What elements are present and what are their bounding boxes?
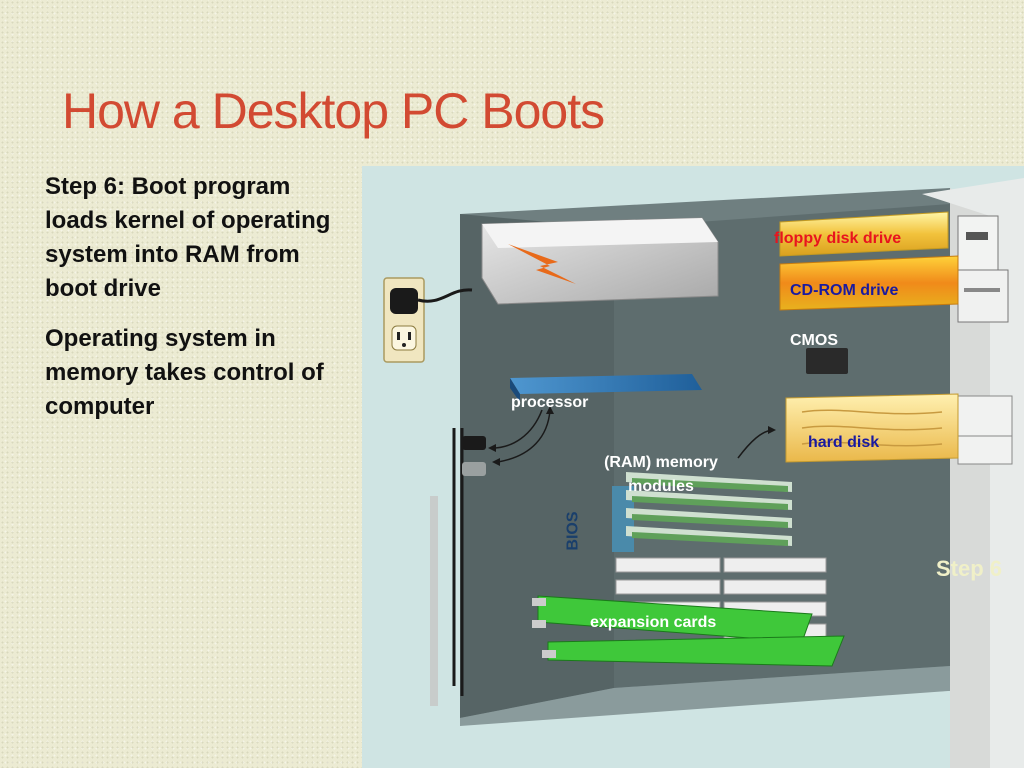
case-left-wall (460, 214, 614, 718)
expansion-cards-label: expansion cards (590, 614, 717, 631)
step-description: Step 6: Boot program loads kernel of ope… (45, 170, 345, 440)
processor (510, 374, 702, 394)
floppy-disk-drive-label: floppy disk drive (774, 230, 902, 247)
cd-rom-drive (779, 255, 959, 311)
step-text-boot: Step 6: Boot program loads kernel of ope… (45, 173, 331, 302)
connector-gray (462, 462, 486, 476)
floppy-slot (966, 232, 988, 240)
slide-title: How a Desktop PC Boots (62, 83, 605, 139)
pc-case-illustration (362, 166, 1024, 768)
ram-modules (626, 472, 792, 546)
hard-disk-bay-lower (957, 435, 1013, 465)
hard-disk-bay (957, 395, 1013, 439)
connector-black (462, 436, 486, 450)
processor-label: processor (511, 394, 589, 411)
pc-case-diagram: floppy disk drive CD-ROM drive CMOS proc… (362, 166, 1024, 768)
power-supply-top (482, 218, 718, 248)
ram-label-line2: modules (628, 478, 694, 495)
case-front-panel (950, 188, 990, 768)
step-text-os-control: Operating system in memory takes control… (45, 325, 324, 420)
case-front-bezel (922, 178, 1024, 768)
ram-label-line1: (RAM) memory (604, 454, 718, 471)
cdrom-bay (957, 269, 1009, 323)
ram-memory-label: (RAM) memory modules (588, 451, 734, 499)
power-cable (417, 288, 473, 303)
cd-rom-drive-label: CD-ROM drive (790, 282, 899, 299)
cmos-chip (806, 348, 848, 374)
hard-disk-label: hard disk (808, 434, 880, 451)
step-badge: Step 6 (936, 556, 1003, 581)
cmos-label: CMOS (790, 332, 838, 349)
floppy-disk-drive (779, 211, 949, 257)
plug-icon (390, 288, 418, 314)
bios-label: BIOS (564, 511, 582, 551)
cdrom-tray (964, 288, 1000, 292)
case-floor (460, 666, 962, 726)
floppy-bay (957, 215, 999, 277)
